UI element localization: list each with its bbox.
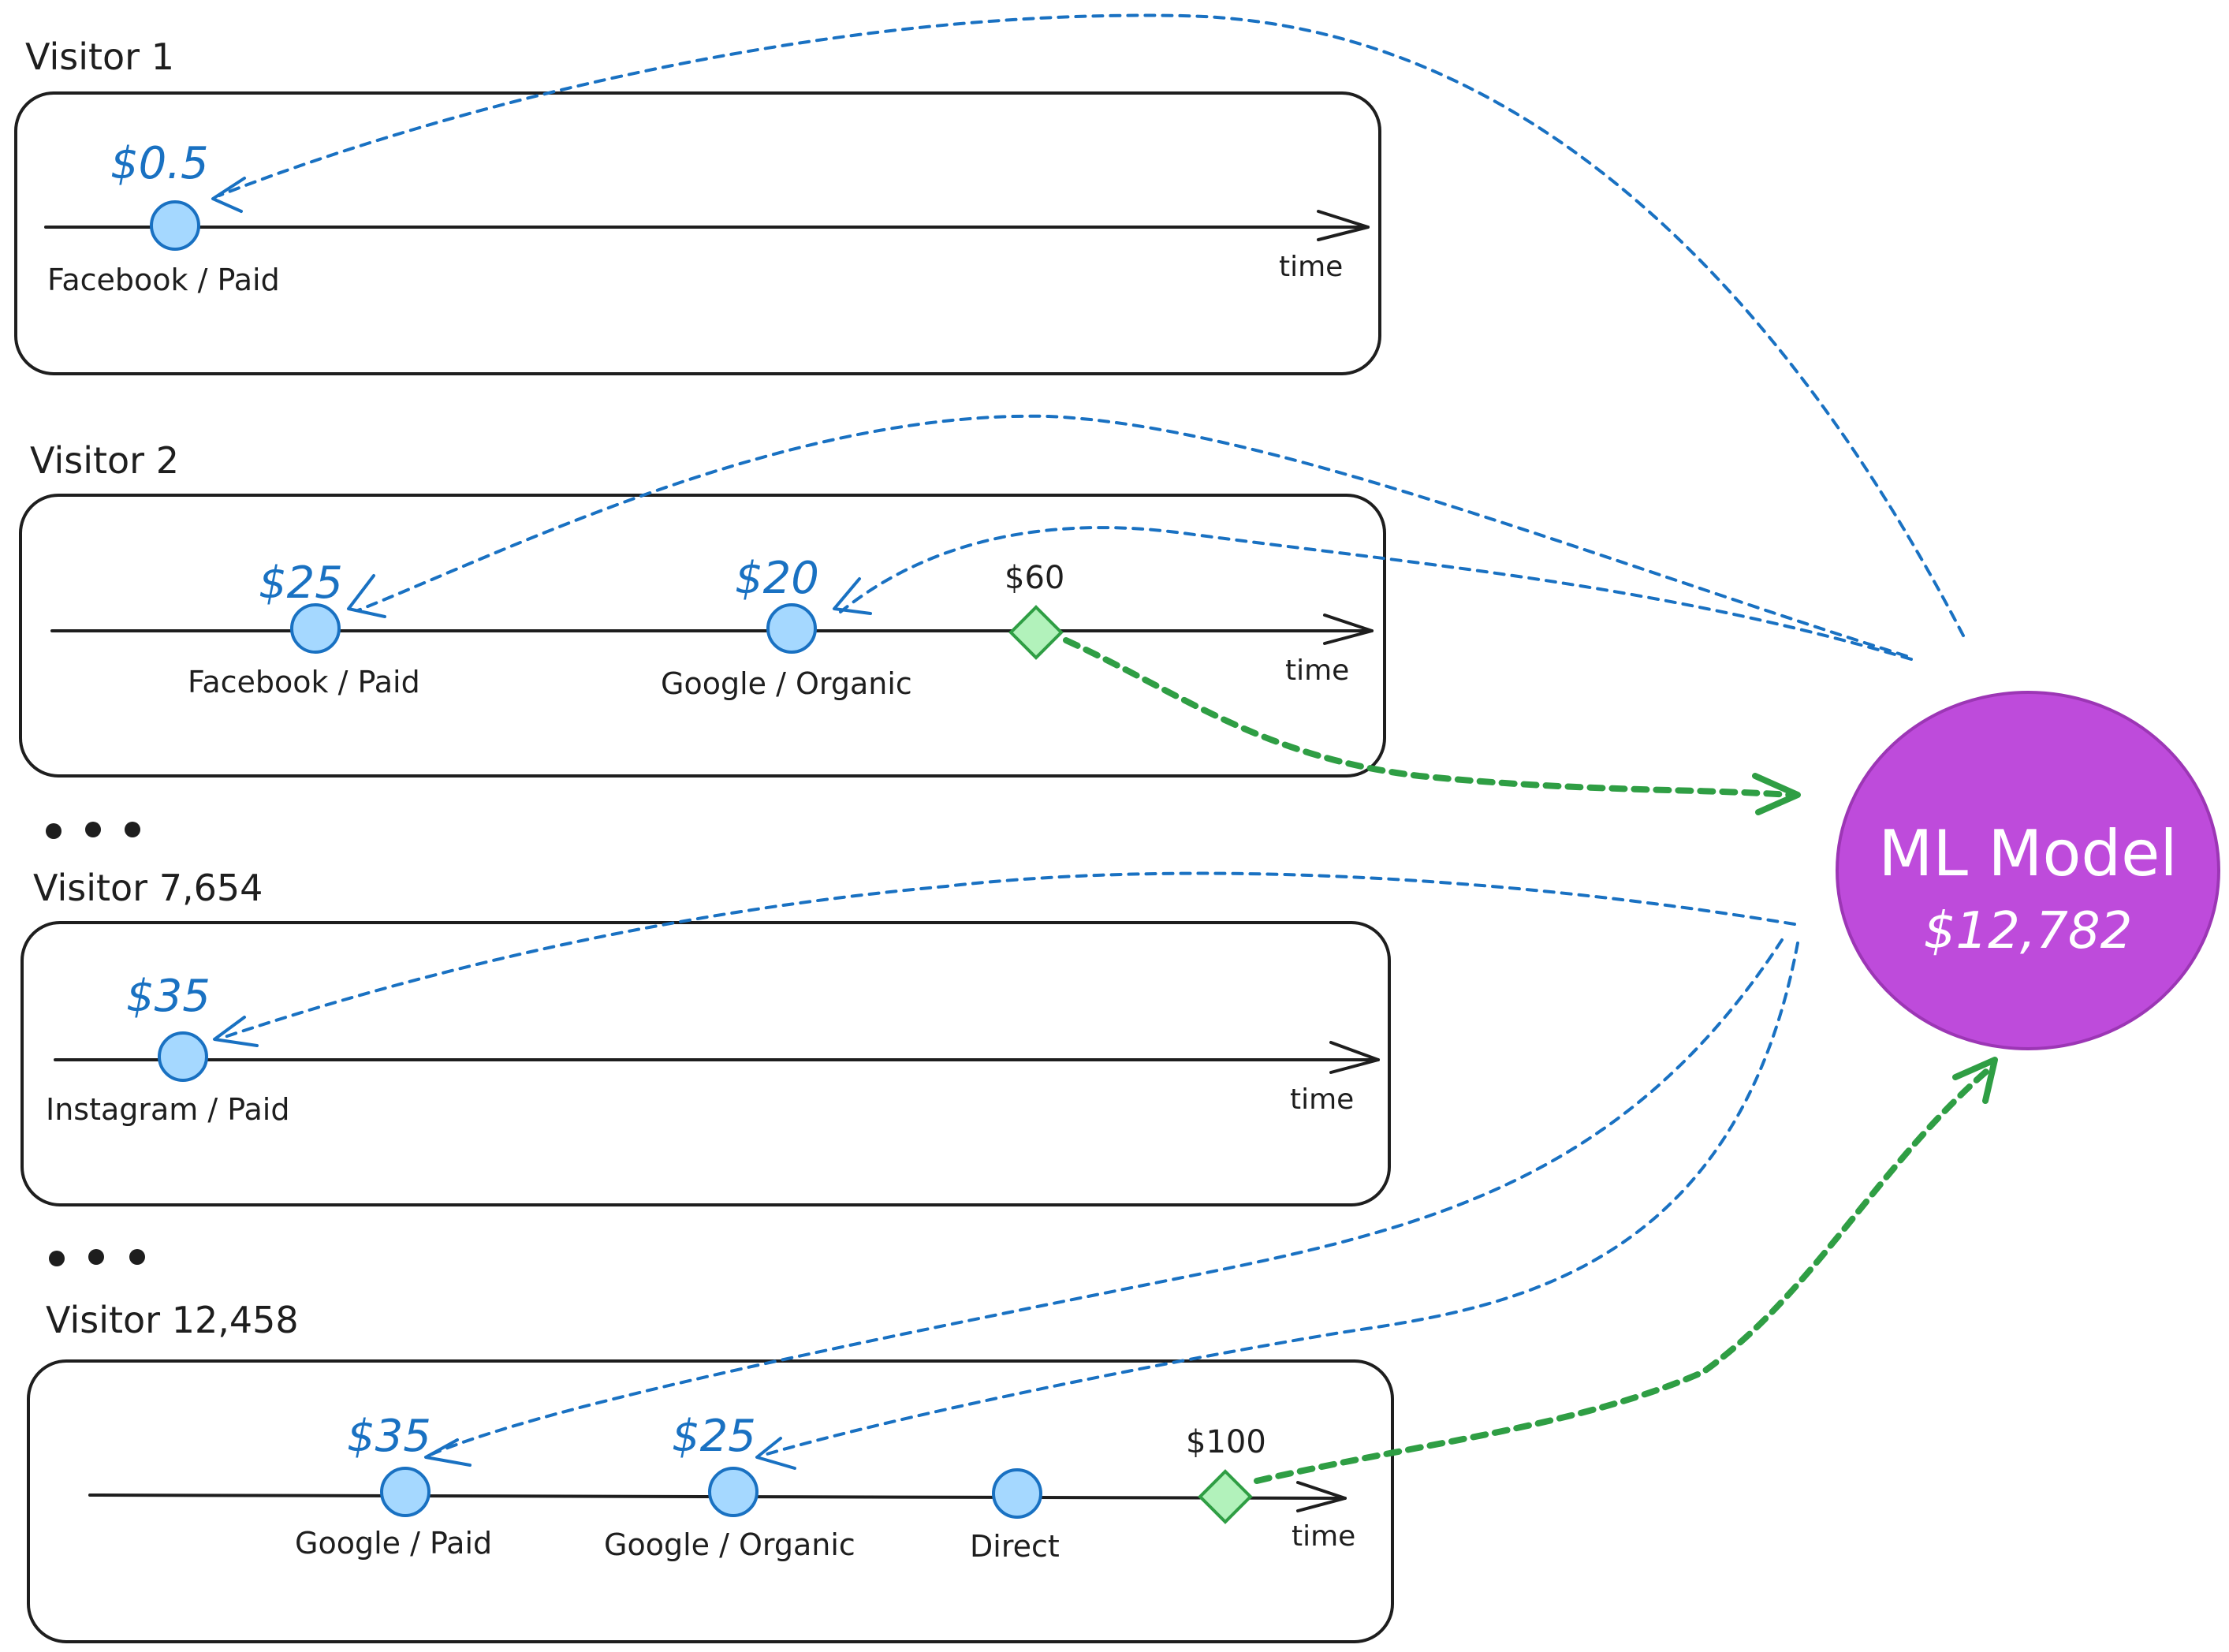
visitor-2-journey-box: [19, 494, 1386, 778]
visitor-7654-title: Visitor 7,654: [33, 867, 263, 909]
ellipsis-2: [49, 1249, 145, 1266]
visitor-12458-touchpoint-1-source: Google / Paid: [295, 1526, 492, 1561]
ml-model-title: ML Model: [1878, 817, 2177, 890]
visitor-12458-conversion-marker: [1198, 1469, 1253, 1524]
credit-link-visitor-12458-touchpoint-1: [431, 938, 1784, 1456]
visitor-2-touchpoint-1: [290, 603, 341, 654]
visitor-1-touchpoint-1: [150, 200, 200, 251]
credit-link-visitor-7654-touchpoint-1: [221, 871, 1796, 1039]
visitor-1-timeline-arrowhead: [1317, 210, 1370, 241]
visitor-12458-touchpoint-1: [380, 1467, 431, 1517]
visitor-12458-touchpoint-1-credit: $35: [347, 1411, 431, 1462]
visitor-12458-touchpoint-2: [708, 1467, 759, 1517]
visitor-1-journey-box: [14, 91, 1381, 375]
visitor-2-touchpoint-1-source: Facebook / Paid: [188, 665, 420, 699]
credit-link-visitor-12458-arrowhead-2: [755, 1437, 796, 1470]
ml-model-node: [1836, 691, 2220, 1050]
visitor-1-time-label: time: [1279, 251, 1343, 283]
conversion-link-visitor-12458: [1254, 1068, 1990, 1484]
visitor-2-conversion-marker: [1008, 605, 1064, 660]
visitor-12458-touchpoint-2-source: Google / Organic: [604, 1527, 855, 1562]
visitor-12458-conversion-value: $100: [1186, 1424, 1266, 1460]
visitor-2-touchpoint-1-credit: $25: [259, 558, 343, 609]
visitor-2-time-label: time: [1285, 654, 1349, 687]
visitor-12458-timeline-arrowhead: [1296, 1481, 1347, 1512]
visitor-12458-touchpoint-3-source: Direct: [970, 1529, 1060, 1564]
conversion-link-visitor-12458-arrowhead: [1952, 1057, 1998, 1104]
visitor-12458-touchpoint-3: [992, 1468, 1042, 1519]
visitor-2-touchpoint-2-source: Google / Organic: [661, 666, 912, 701]
credit-link-visitor-12458-touchpoint-2: [760, 942, 1799, 1457]
visitor-7654-time-label: time: [1290, 1083, 1354, 1116]
visitor-2-touchpoint-2: [766, 603, 817, 654]
credit-link-visitor-2-touchpoint-1: [356, 414, 1908, 658]
credit-link-visitor-2-arrowhead-1: [347, 574, 386, 618]
ellipsis-1: [46, 822, 140, 839]
visitor-12458-touchpoint-2-credit: $25: [672, 1411, 756, 1462]
visitor-7654-touchpoint-1-source: Instagram / Paid: [46, 1092, 289, 1127]
visitor-12458-time-label: time: [1292, 1520, 1355, 1553]
visitor-12458-title: Visitor 12,458: [46, 1299, 299, 1341]
visitor-2-touchpoint-2-credit: $20: [735, 553, 819, 604]
visitor-1-touchpoint-1-source: Facebook / Paid: [47, 263, 280, 297]
credit-link-visitor-1-touchpoint-1: [218, 13, 1965, 637]
credit-link-visitor-1-arrowhead: [211, 177, 246, 213]
visitor-2-conversion-value: $60: [1005, 560, 1064, 596]
visitor-2-timeline-arrowhead: [1323, 613, 1374, 645]
credit-link-visitor-7654-arrowhead: [213, 1016, 259, 1047]
visitor-7654-timeline-arrowhead: [1329, 1041, 1380, 1074]
visitor-1-title: Visitor 1: [25, 35, 174, 78]
credit-link-visitor-12458-arrowhead-1: [424, 1438, 472, 1467]
conversion-link-visitor-2: [1063, 637, 1793, 798]
credit-link-visitor-2-arrowhead-2: [833, 577, 872, 615]
visitor-7654-journey-box: [21, 921, 1391, 1206]
visitor-7654-touchpoint-1-credit: $35: [126, 971, 211, 1022]
visitor-7654-touchpoint-1: [158, 1031, 208, 1082]
credit-link-visitor-2-touchpoint-2: [839, 526, 1913, 661]
visitor-1-touchpoint-1-credit: $0.5: [110, 138, 209, 189]
ml-model-total-value: $12,782: [1924, 902, 2133, 960]
conversion-link-visitor-2-arrowhead: [1752, 773, 1801, 815]
visitor-2-title: Visitor 2: [30, 439, 179, 482]
